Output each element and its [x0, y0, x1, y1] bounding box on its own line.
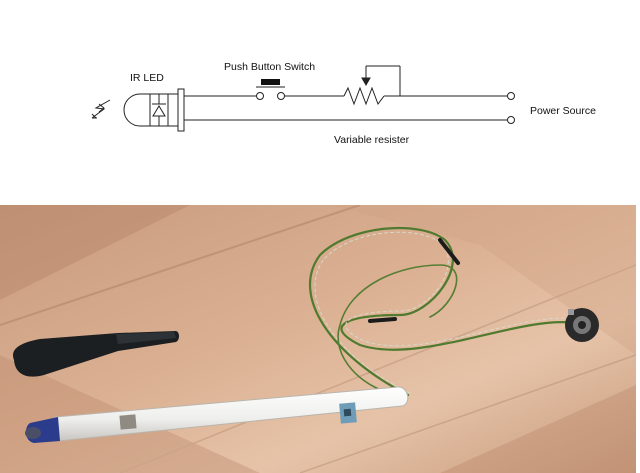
circuit-schematic: IR LED Push Button Switch Power Source V…	[91, 61, 596, 146]
variable-resister-label: Variable resister	[334, 134, 410, 146]
power-source-label: Power Source	[530, 105, 596, 117]
device-photo	[0, 205, 636, 473]
push-button-switch-symbol	[256, 79, 285, 100]
ir-emission-arrows	[91, 99, 111, 119]
ir-led-label: IR LED	[130, 72, 164, 84]
push-button-switch-label: Push Button Switch	[224, 61, 315, 73]
variable-resistor-symbol	[343, 77, 385, 106]
ir-pen-body	[25, 386, 409, 443]
power-jack	[565, 308, 599, 342]
power-terminals	[507, 92, 515, 124]
ir-led-symbol	[123, 88, 185, 132]
pen-cap	[13, 331, 180, 377]
twisted-wire-pair	[309, 226, 577, 398]
circuit-wires	[184, 65, 507, 121]
